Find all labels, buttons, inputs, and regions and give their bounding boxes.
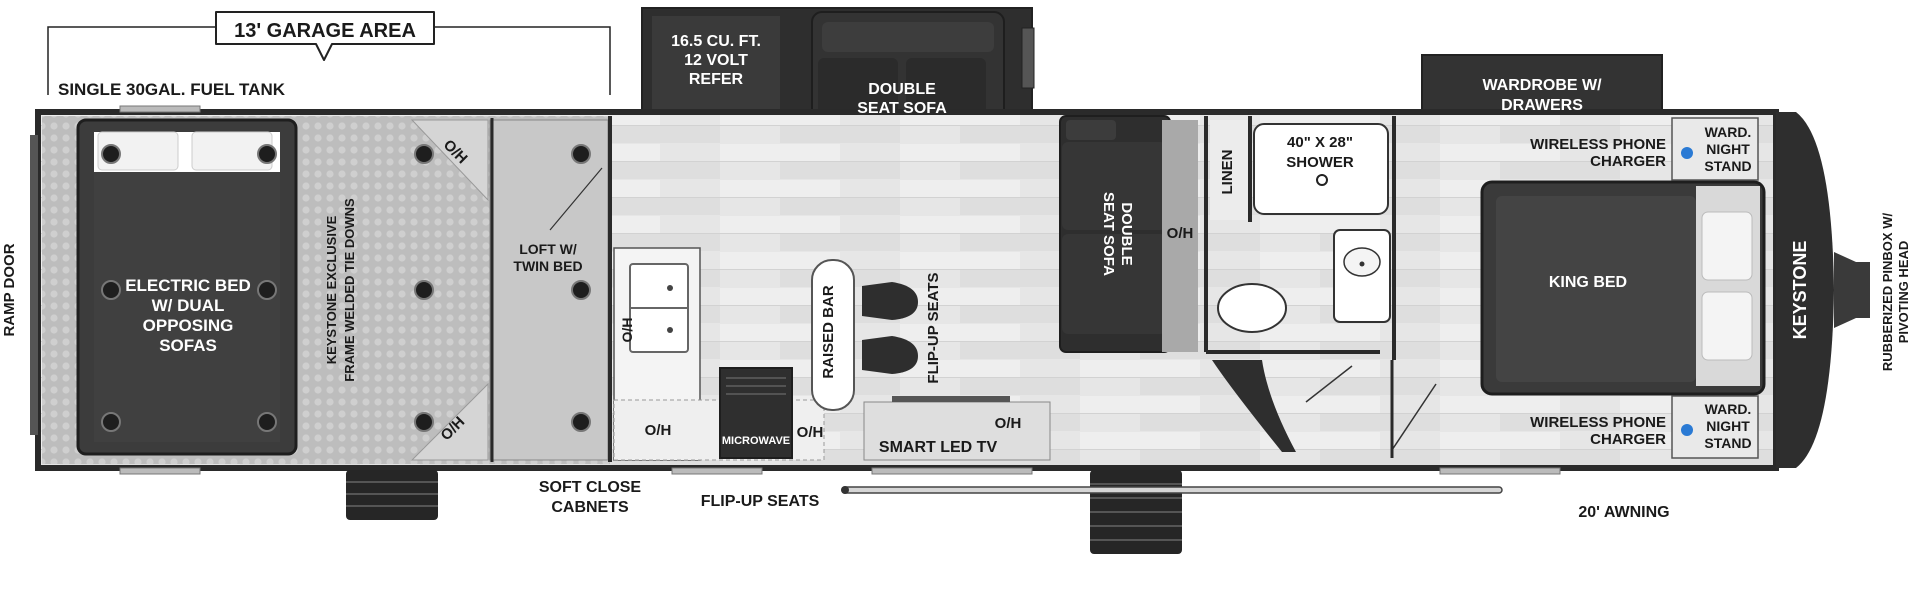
charger-top-label-2: CHARGER	[1590, 153, 1666, 170]
wall-strips	[119, 105, 1561, 475]
raised-bar: RAISED BAR	[811, 259, 855, 411]
wardrobe: WARDROBE W/ DRAWERS	[1482, 77, 1602, 114]
stand-top-label-3: STAND	[1704, 158, 1751, 174]
pinbox-label-2: PIVOTING HEAD	[1896, 241, 1911, 344]
microwave-oh-label: O/H	[797, 424, 824, 441]
double-seat-sofa-side: DOUBLE SEAT SOFA	[1059, 115, 1171, 353]
electric-bed-label-2: W/ DUAL	[152, 296, 225, 315]
sofa-top-label-1: DOUBLE	[868, 81, 936, 98]
garage-area-label: 13' GARAGE AREA	[234, 20, 416, 42]
electric-bed: ELECTRIC BED W/ DUAL OPPOSING SOFAS	[76, 118, 298, 456]
shower: 40" X 28" SHOWER	[1253, 123, 1389, 215]
charger-bottom-label-1: WIRELESS PHONE	[1530, 414, 1666, 431]
refer-label-2: 12 VOLT	[684, 52, 748, 69]
refer-label-3: REFER	[689, 71, 744, 88]
sofa-top-label-2: SEAT SOFA	[857, 100, 947, 117]
night-stand-bottom: WARD. NIGHT STAND	[1671, 395, 1759, 459]
flip-up-seats-bottom-label: FLIP-UP SEATS	[701, 493, 820, 510]
king-bed-label: KING BED	[1549, 274, 1627, 291]
bathroom-sink	[1333, 229, 1391, 323]
microwave-label: MICROWAVE	[722, 435, 790, 447]
ramp-door	[30, 135, 38, 435]
linen-closet: LINEN	[1210, 120, 1248, 220]
tie-downs-label-1: KEYSTONE EXCLUSIVE	[324, 215, 339, 364]
smart-tv-label: SMART LED TV	[879, 439, 998, 456]
loft-label-2: TWIN BED	[513, 258, 582, 274]
soft-close-label-2: CABNETS	[551, 499, 629, 516]
tie-downs-label-2: FRAME WELDED TIE DOWNS	[342, 198, 357, 382]
stand-bottom-label-1: WARD.	[1705, 401, 1752, 417]
electric-bed-label-3: OPPOSING	[143, 316, 234, 335]
toilet	[1217, 283, 1287, 333]
electric-bed-label-1: ELECTRIC BED	[125, 276, 251, 295]
linen-label: LINEN	[1219, 150, 1236, 195]
pinbox-label-1: RUBBERIZED PINBOX W/	[1880, 213, 1895, 372]
front-cap: KEYSTONE	[1776, 112, 1870, 468]
microwave: MICROWAVE	[719, 367, 793, 459]
tires	[346, 470, 1182, 554]
shower-label-2: SHOWER	[1286, 154, 1354, 171]
flip-up-seats: FLIP-UP SEATS	[862, 272, 942, 384]
night-stand-top: WARD. NIGHT STAND	[1671, 117, 1759, 181]
smart-tv-cabinet: O/H SMART LED TV	[863, 396, 1051, 461]
electric-bed-label-4: SOFAS	[159, 336, 217, 355]
awning-label: 20' AWNING	[1578, 504, 1669, 521]
soft-close-label-1: SOFT CLOSE	[539, 479, 642, 496]
garage-area-callout: 13' GARAGE AREA	[47, 11, 611, 95]
stand-top-label-2: NIGHT	[1706, 141, 1750, 157]
sofa-side-label-1: DOUBLE	[1118, 202, 1135, 265]
shower-label-1: 40" X 28"	[1287, 134, 1353, 151]
stand-bottom-label-3: STAND	[1704, 435, 1751, 451]
charger-dot-top	[1681, 147, 1693, 159]
wardrobe-label-1: WARDROBE W/	[1482, 77, 1602, 94]
ramp-door-label: RAMP DOOR	[1, 243, 18, 336]
refrigerator: 16.5 CU. FT. 12 VOLT REFER	[671, 33, 761, 88]
raised-bar-label: RAISED BAR	[820, 285, 837, 379]
loft-label-1: LOFT W/	[519, 241, 577, 257]
tv-oh-label: O/H	[995, 415, 1022, 432]
tie-down-bolts	[101, 144, 591, 432]
fuel-tank-label: SINGLE 30GAL. FUEL TANK	[58, 80, 286, 99]
bath-door-swing	[1212, 360, 1296, 452]
stand-bottom-label-2: NIGHT	[1706, 418, 1750, 434]
cabinet-oh-label: O/H	[645, 422, 672, 439]
stand-top-label-1: WARD.	[1705, 124, 1752, 140]
wardrobe-label-2: DRAWERS	[1501, 97, 1583, 114]
sofa-side-label-2: SEAT SOFA	[1100, 192, 1117, 276]
charger-bottom-label-2: CHARGER	[1590, 431, 1666, 448]
refer-label-1: 16.5 CU. FT.	[671, 33, 761, 50]
flip-up-seats-label: FLIP-UP SEATS	[925, 272, 942, 383]
sink-oh-label: O/H	[619, 318, 635, 343]
bathroom-walls	[1204, 116, 1396, 360]
side-oh-label: O/H	[1167, 225, 1194, 242]
double-seat-sofa-top: DOUBLE SEAT SOFA	[857, 81, 947, 117]
awning	[841, 486, 1503, 494]
charger-top-label-1: WIRELESS PHONE	[1530, 136, 1666, 153]
brand-logo-text: KEYSTONE	[1790, 241, 1810, 340]
charger-dot-bottom	[1681, 424, 1693, 436]
king-bed: KING BED	[1480, 180, 1766, 396]
